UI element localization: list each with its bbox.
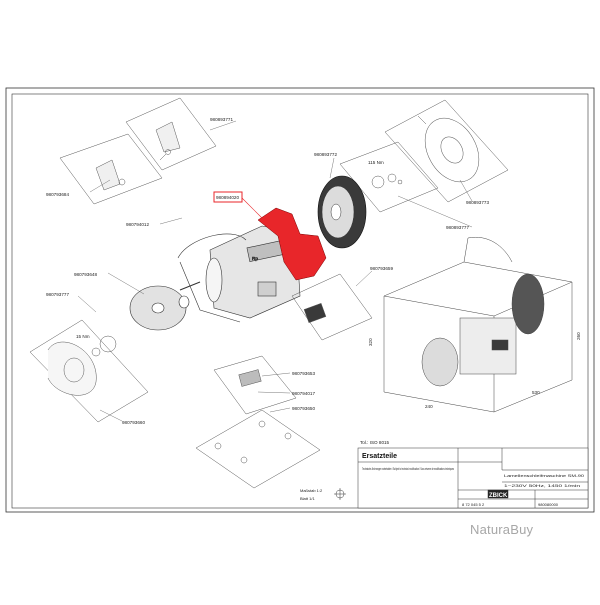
brand-mark: [487, 489, 509, 499]
scale-label: Maßstab 1:2: [300, 488, 323, 493]
leader-lines: [77, 120, 473, 422]
highlight-leader: [241, 197, 263, 219]
torque-label: 15 Nm: [76, 334, 90, 339]
part-label: 980794012: [126, 222, 149, 227]
part-label: 980893771: [210, 117, 233, 122]
revision-notes: Technische Änderungen vorbehalten / Subj…: [362, 466, 454, 471]
sheet-label: Blatt 1/1: [300, 496, 315, 501]
bracket-group: [59, 97, 217, 205]
switch-inset: [291, 273, 373, 341]
part-label: 980893773: [466, 200, 489, 205]
dimension-length: 530: [532, 390, 540, 395]
part-label: 980794017: [292, 391, 315, 396]
parts-list-heading: Ersatzteile: [362, 453, 397, 460]
part-label-highlighted: 980894020: [216, 195, 239, 200]
nut-washer-inset: [339, 141, 439, 213]
product-name: Lamellenschleifmaschine SM-90: [504, 473, 585, 478]
dimension-labels: 320 240 260 530: [368, 332, 581, 409]
part-label: 980793777: [46, 292, 69, 297]
part-label: 980893772: [314, 152, 337, 157]
outer-frame: [5, 87, 595, 513]
motor-housing: Rp: [177, 225, 301, 323]
article-number: 980080000: [538, 502, 559, 507]
base-plate-inset: [195, 355, 321, 489]
tolerance-note: Tol.: ISO 8015: [360, 440, 390, 445]
part-label: 980893777: [446, 225, 469, 230]
part-label: 980793650: [292, 406, 315, 411]
brand-name: ZBICK: [489, 493, 508, 499]
torque-label: 115 Nm: [368, 160, 384, 165]
flap-wheel: [317, 175, 367, 249]
part-label: 980793653: [292, 371, 315, 376]
watermark: NaturaBuy: [470, 522, 534, 537]
highlighted-guard: [213, 191, 327, 281]
part-label: 980793648: [74, 272, 97, 277]
inner-frame: [11, 93, 589, 509]
wheel-guard-inset: [384, 99, 509, 203]
part-labels: 980893771 980793684 980893772 980894020 …: [46, 117, 489, 425]
part-label: 980793659: [370, 266, 393, 271]
dimension-depth: 240: [425, 404, 433, 409]
dimension-height: 320: [368, 338, 373, 346]
part-label: 980793684: [46, 192, 69, 197]
highlight-callout-box: [213, 191, 243, 203]
drawing-number: 8 72 045 5 2: [462, 502, 485, 507]
left-guard-inset: [29, 319, 149, 423]
dimension-width: 260: [576, 332, 581, 340]
part-label: 980793660: [122, 420, 145, 425]
title-block: [357, 447, 589, 509]
projection-symbol: [334, 488, 346, 500]
motor-badge: Rp: [252, 256, 258, 261]
product-specs: 1~230V 50Hz, 1450 1/min: [504, 483, 580, 488]
assembled-view: [383, 236, 573, 413]
left-wheel: [129, 285, 190, 331]
